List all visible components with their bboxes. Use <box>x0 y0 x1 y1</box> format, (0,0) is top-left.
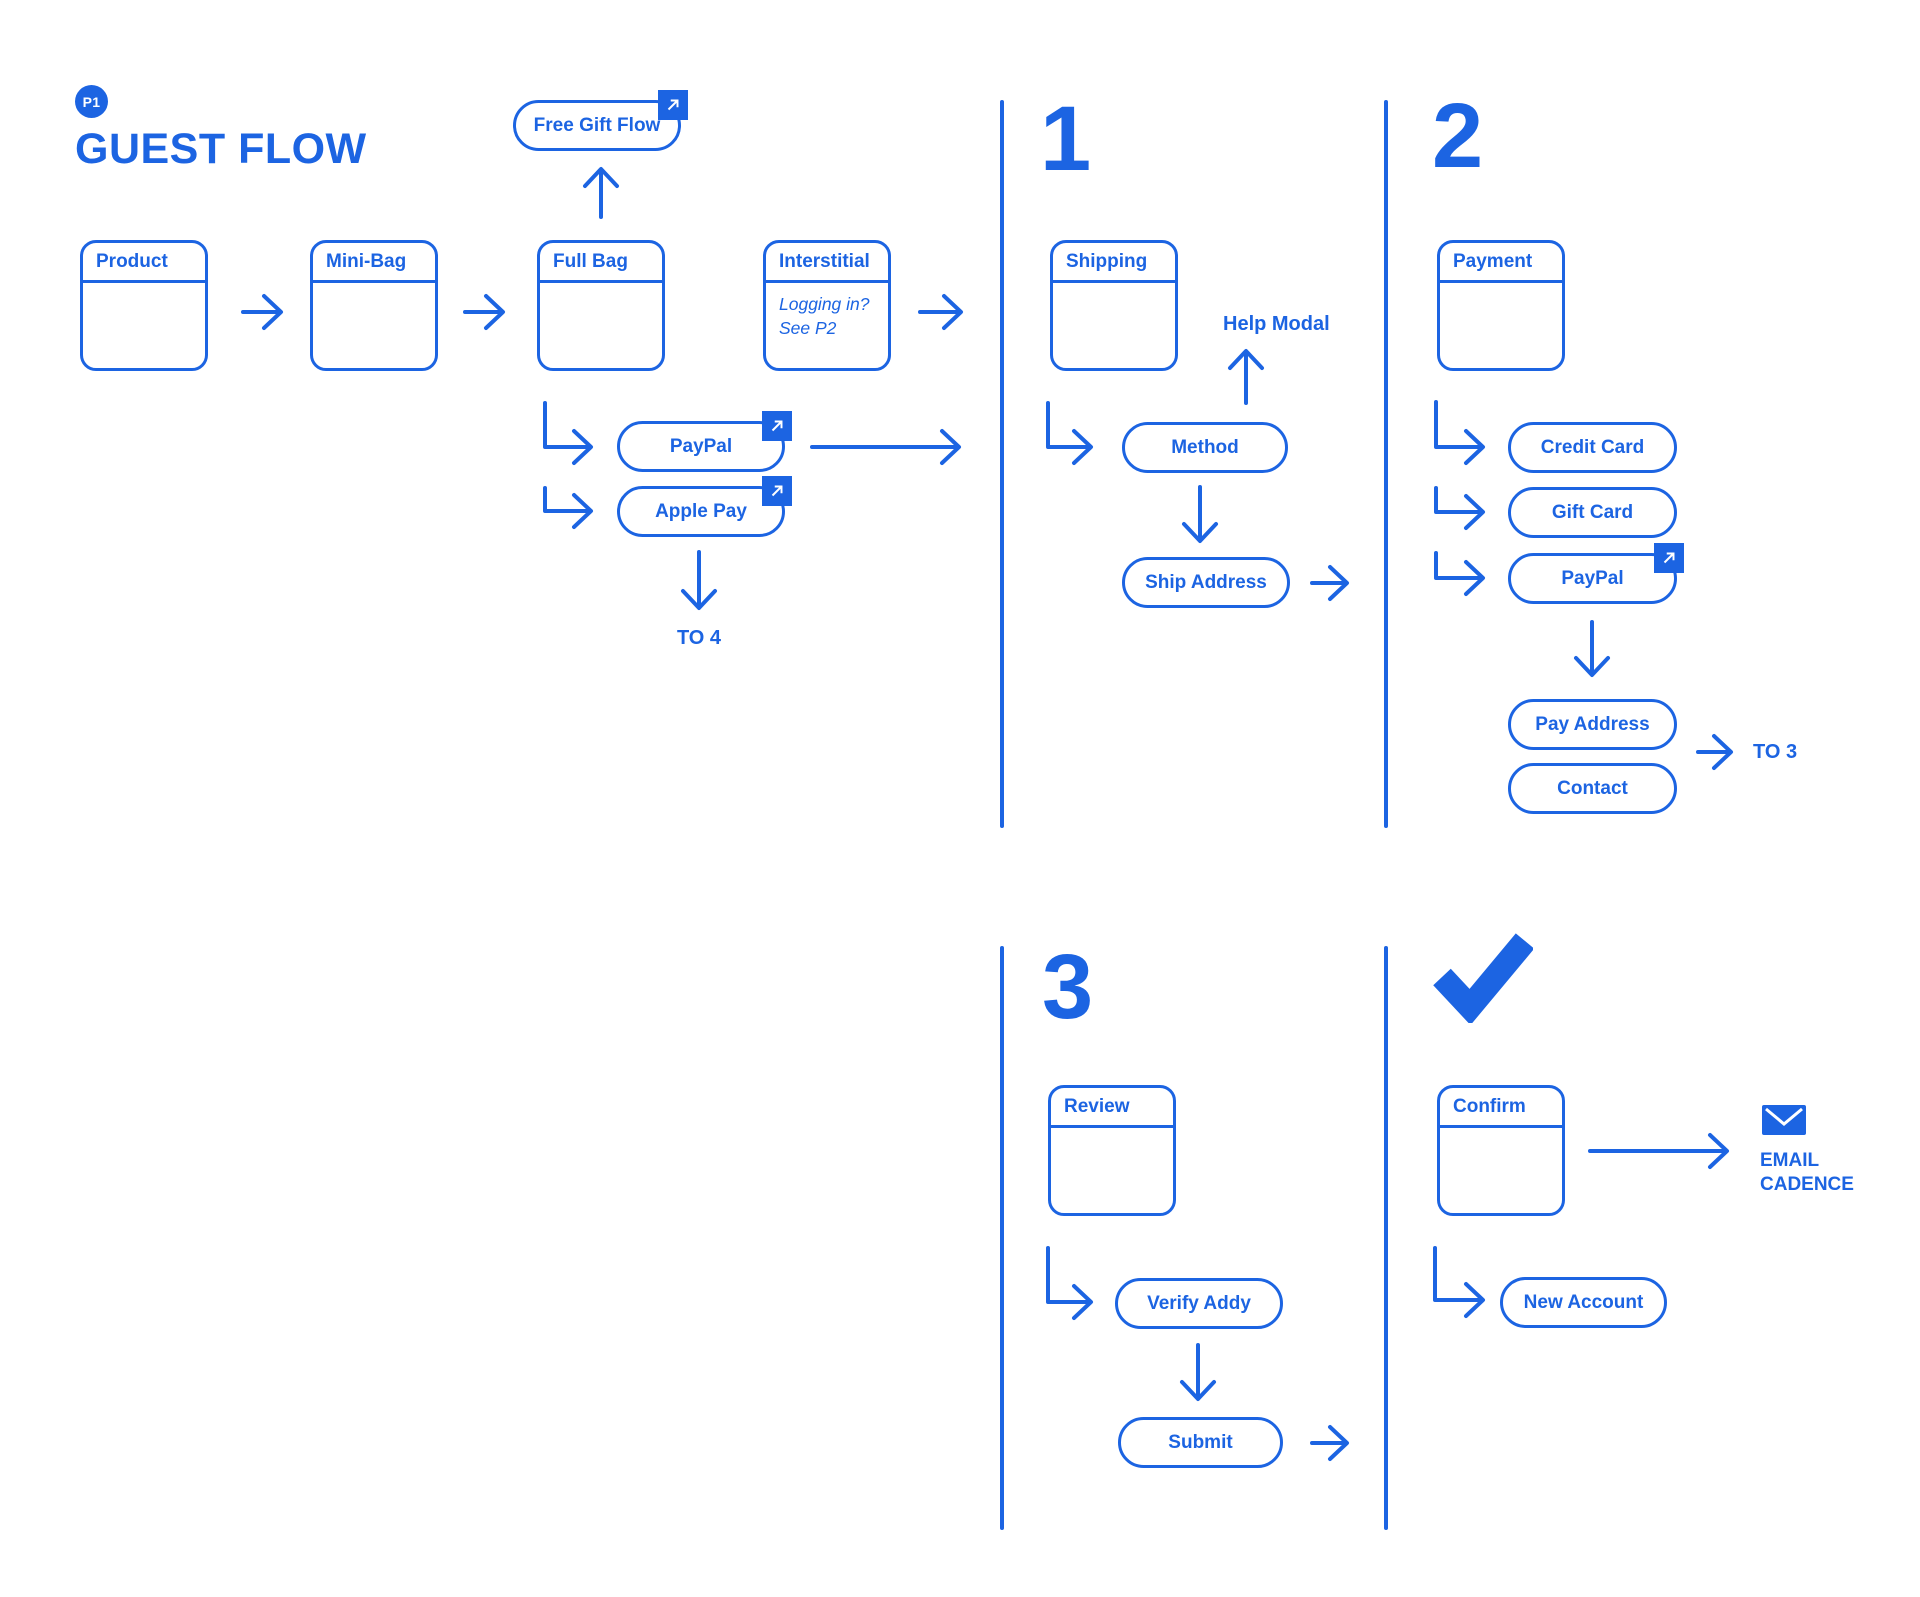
envelope-icon <box>1762 1105 1806 1135</box>
arrow-submit-exit <box>1310 1425 1349 1461</box>
pill-method[interactable]: Method <box>1122 422 1288 473</box>
pill-verify-addy[interactable]: Verify Addy <box>1115 1278 1283 1329</box>
elbow-confirm-to-newaccount <box>1433 1246 1485 1318</box>
email-cadence-label: EMAIL CADENCE <box>1760 1150 1854 1196</box>
arrow-paypal-exit <box>810 429 961 465</box>
node-review[interactable]: Review <box>1048 1085 1176 1216</box>
section-divider <box>1384 946 1388 1530</box>
node-mini-bag[interactable]: Mini-Bag <box>310 240 438 371</box>
node-confirm[interactable]: Confirm <box>1437 1085 1565 1216</box>
pill-credit-card[interactable]: Credit Card <box>1508 422 1677 473</box>
node-label: Payment <box>1440 243 1562 283</box>
pill-label: Pay Address <box>1535 713 1650 735</box>
pill-label: Apple Pay <box>655 500 747 522</box>
pill-apple-pay[interactable]: Apple Pay <box>617 476 792 537</box>
node-label: Interstitial <box>766 243 888 283</box>
node-shipping[interactable]: Shipping <box>1050 240 1178 371</box>
arrow-minibag-to-fullbag <box>463 294 505 330</box>
help-modal-label: Help Modal <box>1223 313 1330 335</box>
arrow-paypal2-to-payaddress <box>1574 620 1610 677</box>
section-number-3: 3 <box>1042 936 1093 1038</box>
external-link-icon <box>762 411 792 441</box>
pill-label: New Account <box>1523 1291 1644 1313</box>
node-note: Logging in? See P2 <box>779 294 870 338</box>
page-title: GUEST FLOW <box>75 125 367 173</box>
node-product[interactable]: Product <box>80 240 208 371</box>
external-link-icon <box>658 90 688 120</box>
arrow-interstitial-exit <box>918 294 963 330</box>
external-link-icon <box>1654 543 1684 573</box>
external-link-icon <box>762 476 792 506</box>
node-label: Full Bag <box>540 243 662 283</box>
pill-new-account[interactable]: New Account <box>1500 1277 1667 1328</box>
pill-label: Submit <box>1168 1431 1233 1453</box>
pill-label: Credit Card <box>1540 436 1645 458</box>
node-label: Shipping <box>1053 243 1175 283</box>
arrow-verifyaddy-to-submit <box>1180 1343 1216 1401</box>
elbow-fullbag-to-paypal <box>543 401 593 465</box>
section-number-2: 2 <box>1432 85 1483 187</box>
elbow-payment-to-giftcard <box>1434 486 1485 530</box>
elbow-payment-to-creditcard <box>1434 400 1485 465</box>
arrow-shipaddress-exit <box>1310 565 1349 601</box>
arrow-to-3 <box>1696 734 1733 770</box>
arrow-fullbag-to-freegift <box>583 167 619 219</box>
pill-label: Method <box>1171 436 1239 458</box>
pill-ship-address[interactable]: Ship Address <box>1122 557 1290 608</box>
pill-label: Free Gift Flow <box>533 114 661 136</box>
arrow-method-to-helpmodal <box>1228 349 1264 405</box>
pill-label: Ship Address <box>1145 571 1267 593</box>
pill-submit[interactable]: Submit <box>1118 1417 1283 1468</box>
to-4-label: TO 4 <box>676 627 722 649</box>
pill-label: Contact <box>1557 777 1628 799</box>
pill-paypal-2[interactable]: PayPal <box>1508 543 1684 604</box>
arrow-product-to-minibag <box>241 294 283 330</box>
checkmark-icon <box>1433 931 1535 1028</box>
pill-gift-card[interactable]: Gift Card <box>1508 487 1677 538</box>
node-payment[interactable]: Payment <box>1437 240 1565 371</box>
node-label: Review <box>1051 1088 1173 1128</box>
elbow-payment-to-paypal2 <box>1434 551 1485 596</box>
section-divider <box>1384 100 1388 828</box>
pill-label: Verify Addy <box>1147 1292 1251 1314</box>
pill-label: Gift Card <box>1551 501 1634 523</box>
elbow-shipping-to-method <box>1046 401 1093 465</box>
pill-paypal[interactable]: PayPal <box>617 411 792 472</box>
node-label: Confirm <box>1440 1088 1562 1128</box>
section-number-1: 1 <box>1040 88 1091 190</box>
pill-pay-address[interactable]: Pay Address <box>1508 699 1677 750</box>
node-label: Product <box>83 243 205 283</box>
pill-contact[interactable]: Contact <box>1508 763 1677 814</box>
pill-free-gift-flow[interactable]: Free Gift Flow <box>513 90 688 151</box>
node-label: Mini-Bag <box>313 243 435 283</box>
section-divider <box>1000 100 1004 828</box>
elbow-review-to-verifyaddy <box>1046 1246 1093 1320</box>
section-divider <box>1000 946 1004 1530</box>
to-3-label: TO 3 <box>1753 741 1798 763</box>
node-interstitial[interactable]: Interstitial Logging in? See P2 <box>763 240 891 371</box>
page-badge: P1 <box>75 85 108 118</box>
arrow-confirm-to-email <box>1588 1133 1729 1169</box>
elbow-fullbag-to-applepay <box>543 486 593 529</box>
pill-label: PayPal <box>669 435 733 457</box>
arrow-method-to-shipaddress <box>1182 485 1218 543</box>
pill-label: PayPal <box>1561 567 1624 589</box>
node-full-bag[interactable]: Full Bag <box>537 240 665 371</box>
arrow-applepay-to-4 <box>681 550 717 610</box>
